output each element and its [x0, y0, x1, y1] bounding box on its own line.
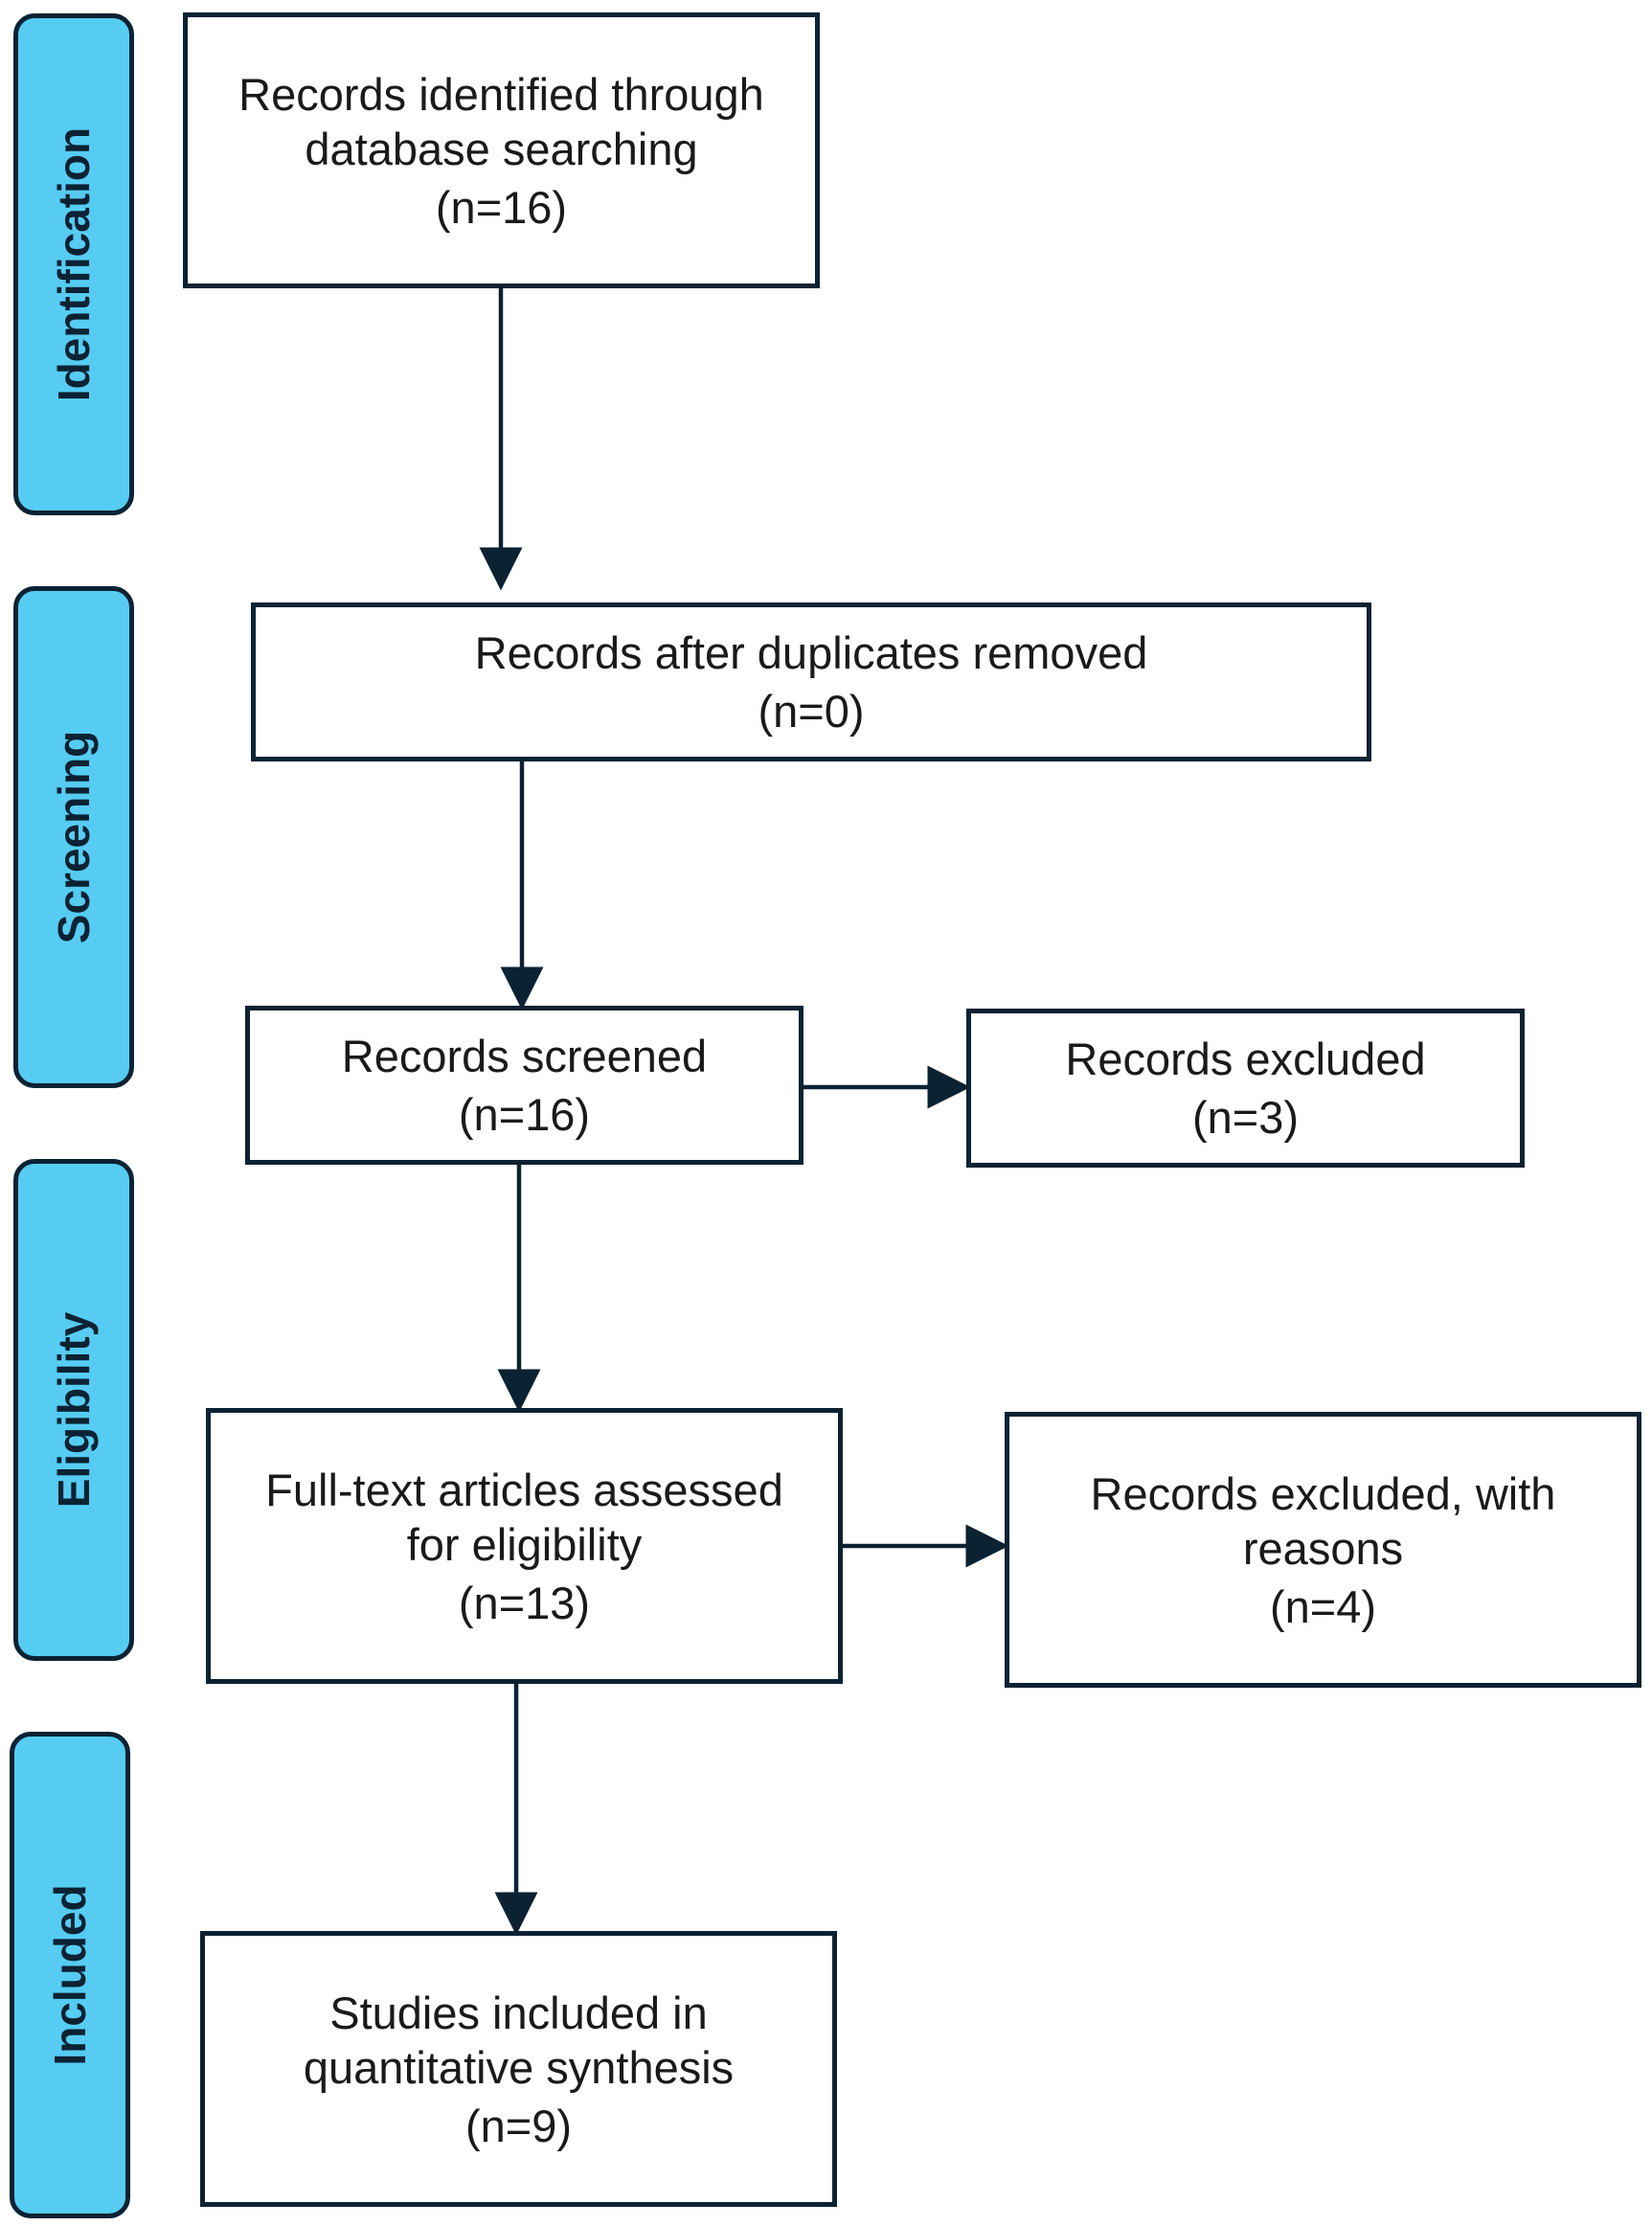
- stage-identification: Identification: [13, 13, 134, 515]
- box-records-excluded: Records excluded (n=3): [966, 1009, 1525, 1168]
- box-duplicates-removed-line1: Records after duplicates removed: [474, 627, 1148, 678]
- box-records-identified-count: (n=16): [435, 181, 568, 233]
- box-studies-included-line2: quantitative synthesis: [303, 2041, 735, 2093]
- box-studies-included: Studies included in quantitative synthes…: [200, 1931, 837, 2207]
- box-full-text-assessed-line2: for eligibility: [406, 1518, 643, 1570]
- box-records-excluded-reasons-count: (n=4): [1269, 1580, 1377, 1632]
- box-records-excluded-line1: Records excluded: [1065, 1034, 1426, 1084]
- box-records-excluded-reasons: Records excluded, with reasons (n=4): [1005, 1412, 1641, 1688]
- box-full-text-assessed: Full-text articles assessed for eligibil…: [206, 1408, 843, 1684]
- box-records-identified: Records identified through database sear…: [183, 12, 820, 288]
- box-duplicates-removed: Records after duplicates removed (n=0): [251, 602, 1371, 761]
- box-records-identified-line2: database searching: [305, 123, 698, 174]
- box-full-text-assessed-count: (n=13): [458, 1577, 591, 1628]
- box-studies-included-line1: Studies included in: [329, 1987, 708, 2038]
- box-studies-included-count: (n=9): [464, 2100, 573, 2151]
- stage-included: Included: [10, 1732, 130, 2218]
- box-records-identified-line1: Records identified through: [238, 68, 764, 120]
- box-duplicates-removed-count: (n=0): [758, 686, 865, 737]
- box-records-excluded-reasons-line1: Records excluded, with: [1090, 1467, 1556, 1519]
- stage-eligibility: Eligibility: [13, 1159, 134, 1661]
- box-full-text-assessed-line1: Full-text articles assessed: [265, 1464, 783, 1515]
- box-records-screened-line1: Records screened: [341, 1031, 708, 1081]
- box-records-excluded-reasons-line2: reasons: [1242, 1522, 1404, 1574]
- box-records-excluded-count: (n=3): [1191, 1092, 1300, 1143]
- box-records-screened: Records screened (n=16): [245, 1006, 803, 1165]
- stage-screening: Screening: [13, 586, 134, 1088]
- box-records-screened-count: (n=16): [458, 1089, 591, 1140]
